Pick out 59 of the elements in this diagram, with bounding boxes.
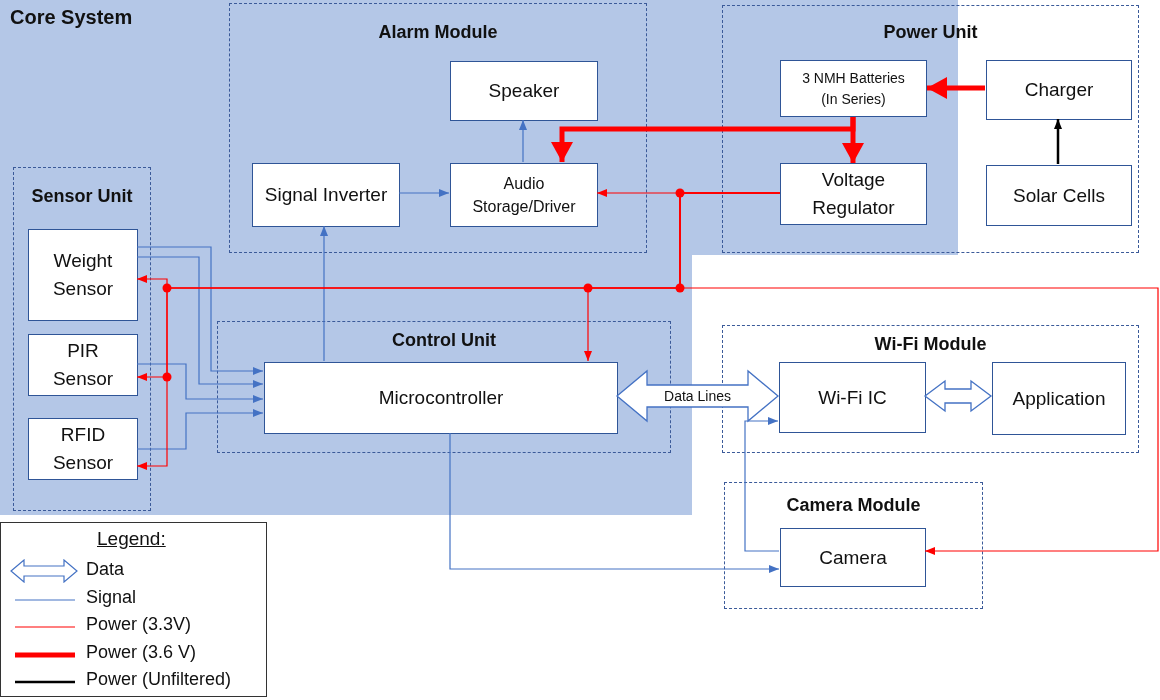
legend-label: Signal — [86, 586, 137, 608]
connector-arrow — [320, 225, 328, 362]
group-title: Power Unit — [882, 22, 979, 43]
box-label: Weight Sensor — [51, 249, 115, 301]
connector-arrow — [519, 119, 527, 163]
component-box — [450, 163, 598, 227]
connector-arrow — [136, 409, 264, 450]
box-label: Camera — [819, 545, 887, 570]
component-box — [252, 163, 400, 227]
connector-arrow — [136, 363, 264, 403]
box-label: Audio Storage/Driver — [471, 173, 577, 217]
component-box — [28, 334, 138, 396]
box-label: Signal Inverter — [264, 183, 388, 208]
box-label: Microcontroller — [378, 386, 504, 411]
component-box — [780, 163, 927, 225]
connector-arrow — [449, 432, 780, 573]
box-label: Charger — [1024, 78, 1094, 103]
group-title: Control Unit — [391, 330, 497, 351]
connector-arrow — [842, 117, 864, 163]
group-title: Wi-Fi Module — [873, 334, 988, 355]
module-group — [724, 482, 983, 609]
connector-arrow — [927, 77, 985, 99]
box-label: PIR Sensor — [51, 339, 115, 391]
legend-label: Power (3.3V) — [86, 614, 192, 635]
group-title: Camera Module — [785, 495, 922, 516]
connector-arrow — [398, 189, 450, 197]
legend-title: Legend: — [97, 528, 166, 550]
box-label: Speaker — [488, 79, 560, 104]
box-label: 3 NMH Batteries (In Series) — [801, 69, 906, 109]
component-box — [986, 165, 1132, 226]
component-box — [779, 362, 926, 433]
module-group — [229, 3, 647, 253]
connector-arrow — [136, 246, 264, 375]
legend-label: Power (Unfiltered) — [86, 669, 232, 690]
component-box — [780, 60, 927, 117]
legend-label: Data — [86, 559, 125, 580]
component-box — [28, 418, 138, 480]
group-title: Sensor Unit — [30, 186, 134, 207]
component-box — [780, 528, 926, 587]
component-box — [450, 61, 598, 121]
module-group — [722, 5, 1139, 253]
edge-label: Data Lines — [662, 388, 733, 404]
connector-arrow — [136, 256, 264, 388]
group-title: Alarm Module — [377, 22, 499, 43]
component-box — [28, 229, 138, 321]
component-box — [264, 362, 618, 434]
component-box — [986, 60, 1132, 120]
connector-arrow — [744, 417, 780, 552]
box-label: Solar Cells — [1013, 183, 1105, 208]
box-label: Voltage Regulator — [811, 168, 896, 220]
box-label: RFID Sensor — [51, 423, 115, 475]
connector-arrow — [1054, 119, 1062, 164]
box-label: Application — [1012, 386, 1106, 411]
data-arrow — [923, 379, 993, 413]
module-group — [13, 167, 151, 511]
region-title: Core System — [10, 6, 133, 29]
legend-label: Power (3.6 V) — [86, 641, 197, 663]
box-label: Wi-Fi IC — [818, 385, 887, 410]
component-box — [992, 362, 1126, 435]
